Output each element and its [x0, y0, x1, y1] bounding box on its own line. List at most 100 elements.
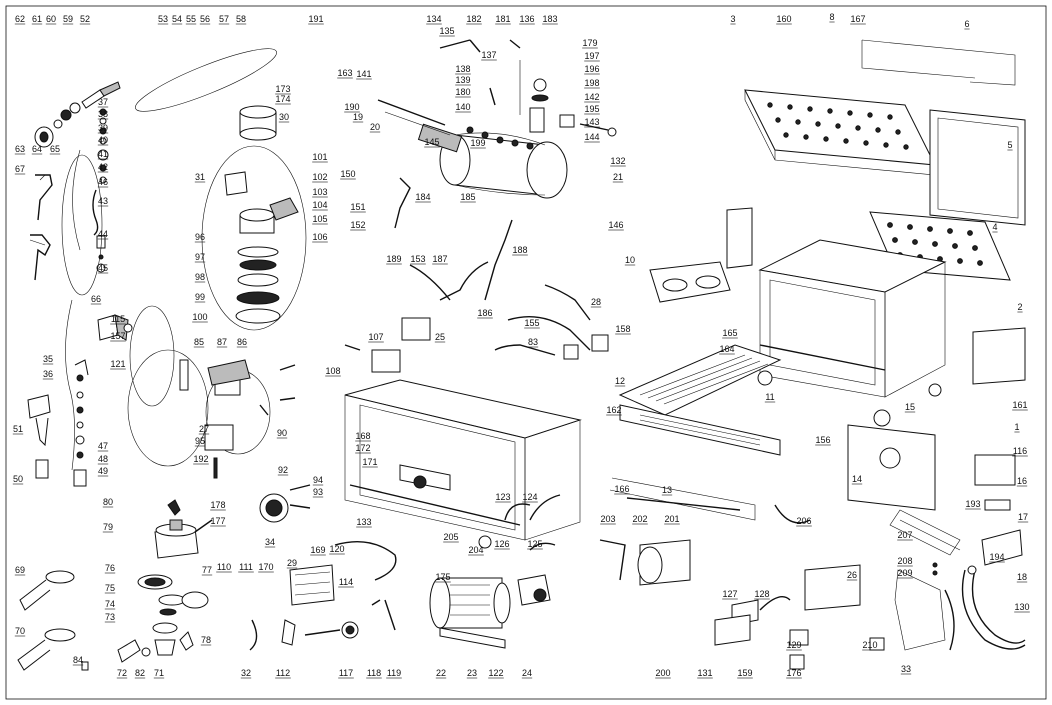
part-label-145: 145	[424, 137, 440, 148]
part-number: 195	[584, 104, 599, 114]
part-label-169: 169	[310, 545, 326, 556]
part-number: 85	[194, 337, 204, 347]
part-number: 105	[312, 214, 327, 224]
part-number: 95	[195, 436, 205, 446]
part-number: 124	[522, 492, 537, 502]
part-label-209: 209	[897, 568, 913, 579]
part-number: 26	[847, 570, 857, 580]
part-label-153: 153	[410, 254, 426, 265]
part-label-85: 85	[193, 337, 205, 348]
part-label-42: 42	[97, 162, 109, 173]
boiler	[377, 39, 617, 199]
part-number: 134	[426, 14, 441, 24]
body-chassis-right	[757, 239, 947, 427]
part-number: 158	[615, 324, 630, 334]
part-label-65: 65	[49, 144, 61, 155]
part-number: 60	[46, 14, 56, 24]
part-label-54: 54	[171, 14, 183, 25]
part-label-57: 57	[218, 14, 230, 25]
part-number: 198	[584, 78, 599, 88]
part-number: 84	[73, 655, 83, 665]
part-label-82: 82	[134, 668, 146, 679]
part-label-144: 144	[584, 132, 600, 143]
pump-motor	[429, 494, 561, 649]
part-number: 137	[481, 50, 496, 60]
part-number: 48	[98, 454, 108, 464]
part-number: 67	[15, 164, 25, 174]
part-number: 159	[737, 668, 752, 678]
part-label-159: 159	[737, 668, 753, 679]
electrical-parts-right	[599, 454, 1026, 670]
part-label-1: 1	[1014, 422, 1020, 433]
part-number: 209	[897, 568, 912, 578]
part-label-171: 171	[362, 457, 378, 468]
part-label-111: 111	[238, 562, 254, 573]
part-number: 17	[1018, 512, 1028, 522]
part-number: 99	[195, 292, 205, 302]
part-label-103: 103	[312, 187, 328, 198]
part-number: 130	[1014, 602, 1029, 612]
part-label-163: 163	[337, 68, 353, 79]
part-label-66: 66	[90, 294, 102, 305]
part-number: 40	[98, 135, 108, 145]
part-label-198: 198	[584, 78, 600, 89]
part-label-157: 157	[110, 331, 126, 342]
part-number: 90	[277, 428, 287, 438]
part-label-127: 127	[722, 589, 738, 600]
part-label-186: 186	[477, 308, 493, 319]
part-label-126: 126	[494, 539, 510, 550]
part-number: 25	[435, 332, 445, 342]
part-number: 200	[655, 668, 670, 678]
part-label-160: 160	[776, 14, 792, 25]
part-label-4: 4	[992, 222, 998, 233]
part-label-146: 146	[608, 220, 624, 231]
part-label-50: 50	[12, 474, 24, 485]
part-number: 46	[98, 177, 108, 187]
part-label-59: 59	[62, 14, 74, 25]
part-number: 156	[815, 435, 830, 445]
side-panels-right	[726, 207, 1026, 511]
part-label-69: 69	[14, 565, 26, 576]
part-number: 102	[312, 172, 327, 182]
part-label-200: 200	[655, 668, 671, 679]
brew-group-lower	[17, 499, 213, 671]
part-number: 43	[98, 196, 108, 206]
part-label-53: 53	[157, 14, 169, 25]
pipe-lines-center	[394, 177, 609, 551]
part-number: 70	[15, 626, 25, 636]
part-number: 5	[1007, 140, 1012, 150]
part-label-183: 183	[542, 14, 558, 25]
part-label-34: 34	[264, 537, 276, 548]
part-number: 136	[519, 14, 534, 24]
part-number: 121	[110, 359, 125, 369]
part-number: 4	[992, 222, 997, 232]
part-number: 151	[350, 202, 365, 212]
part-label-19: 19	[352, 112, 364, 123]
part-number: 153	[410, 254, 425, 264]
part-label-207: 207	[897, 530, 913, 541]
part-number: 96	[195, 232, 205, 242]
part-number: 73	[105, 612, 115, 622]
part-number: 143	[584, 117, 599, 127]
part-label-78: 78	[200, 635, 212, 646]
part-number: 42	[98, 162, 108, 172]
part-number: 31	[195, 172, 205, 182]
part-label-191: 191	[308, 14, 324, 25]
part-label-172: 172	[355, 443, 371, 454]
part-number: 29	[287, 558, 297, 568]
part-number: 38	[98, 109, 108, 119]
part-number: 112	[276, 668, 290, 678]
part-number: 174	[275, 94, 290, 104]
part-label-115: 115	[110, 314, 126, 325]
part-number: 122	[488, 668, 503, 678]
part-number: 190	[344, 102, 359, 112]
part-number: 61	[32, 14, 42, 24]
cup-tray-holes	[767, 102, 909, 150]
part-number: 160	[776, 14, 791, 24]
part-number: 3	[730, 14, 735, 24]
part-label-94: 94	[312, 475, 324, 486]
part-number: 120	[329, 544, 344, 554]
solenoid-valve-left	[27, 299, 133, 487]
part-label-70: 70	[14, 626, 26, 637]
part-label-204: 204	[468, 545, 484, 556]
